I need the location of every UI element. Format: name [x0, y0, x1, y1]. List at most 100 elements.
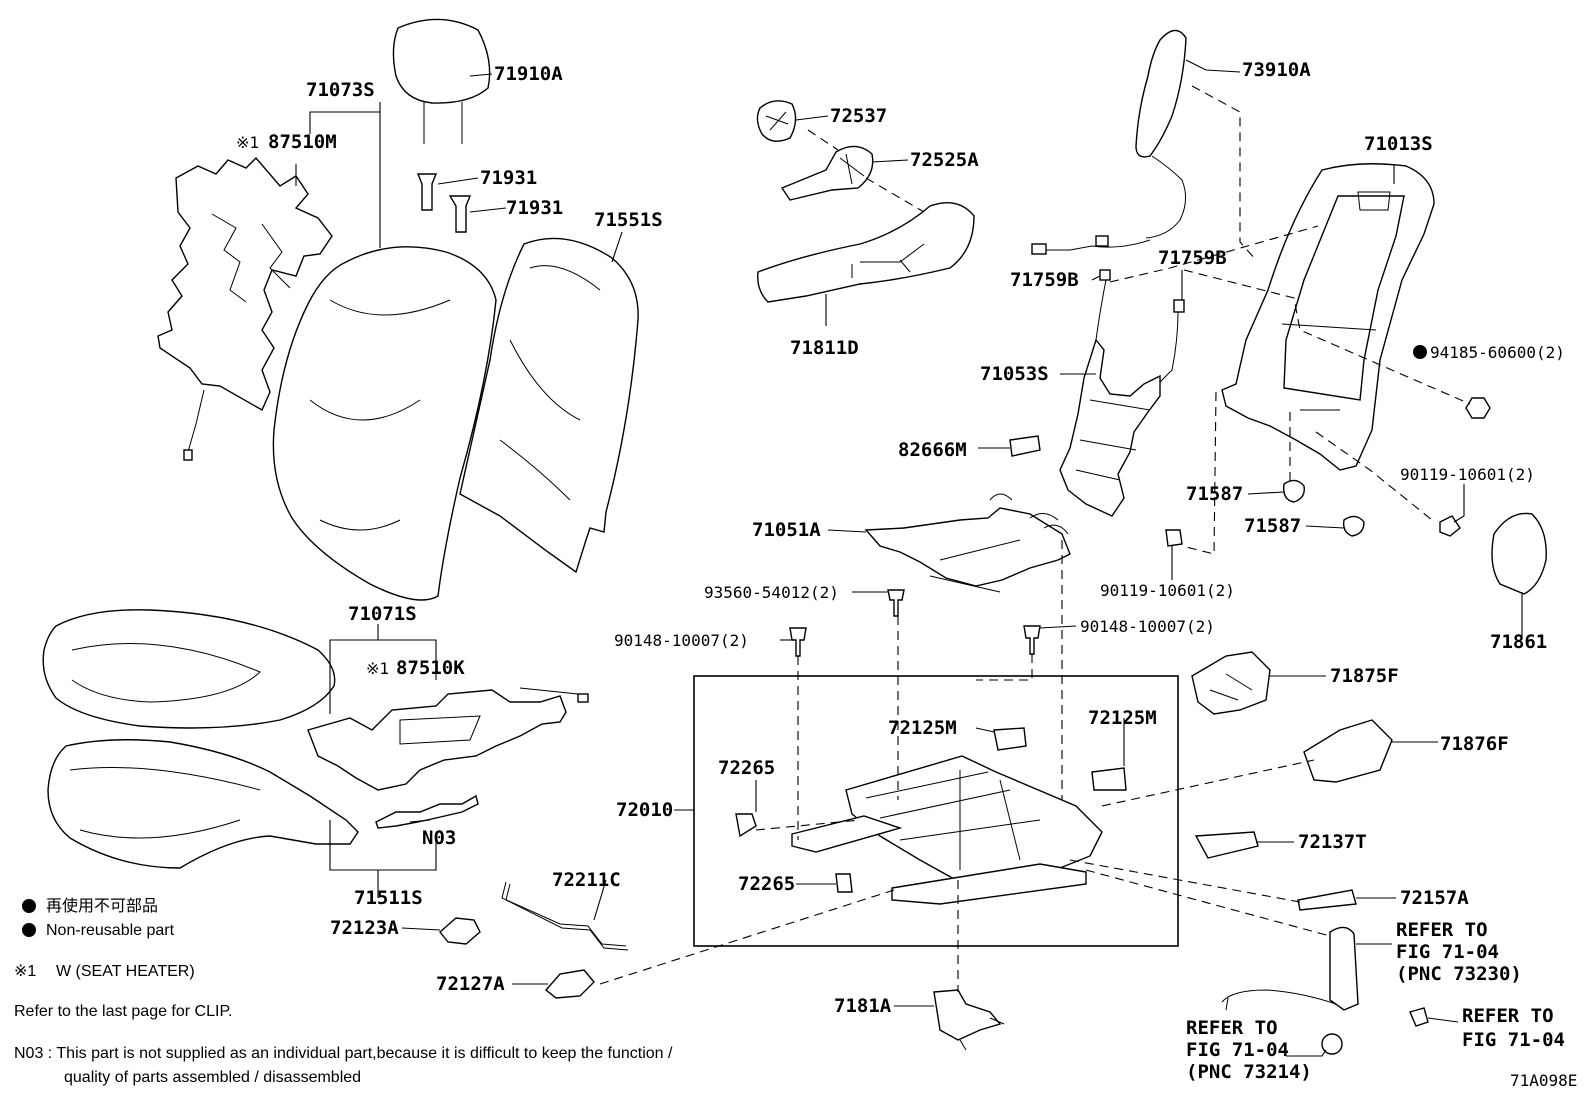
label-72123A: 72123A: [330, 917, 399, 939]
label-71071S: 71071S: [348, 603, 417, 625]
label-71931-a: 71931: [480, 167, 537, 189]
back-heater-drawing: [157, 156, 333, 461]
clip-72125M-drawing: [993, 727, 1127, 791]
label-90119-10601-a: 90119-10601(2): [1400, 465, 1535, 484]
label-72265-b: 72265: [738, 873, 795, 895]
label-71551S: 71551S: [594, 209, 663, 231]
label-kome-87510K: ※1: [366, 659, 389, 678]
cushion-pad-drawing: [47, 739, 359, 869]
note-seat-heater: W (SEAT HEATER): [56, 963, 195, 980]
legend-bullet-en: [22, 923, 36, 937]
seat-track-box: [693, 675, 1179, 947]
label-82666M: 82666M: [898, 439, 967, 461]
refer-nut-line2: FIG 71-04: [1462, 1029, 1565, 1051]
knob-cap-drawing: [756, 100, 797, 142]
label-93560-54012: 93560-54012(2): [704, 583, 839, 602]
label-72537: 72537: [830, 105, 887, 127]
legend-jp-text: 再使用不可部品: [46, 897, 158, 915]
cushion-frame-wire-drawing: [864, 493, 1071, 593]
label-71013S: 71013S: [1364, 133, 1433, 155]
recliner-knob-drawing: [780, 145, 874, 201]
cover-71861-drawing: [1491, 512, 1547, 595]
label-71910A: 71910A: [494, 63, 563, 85]
seat-track-drawing: [791, 755, 1103, 905]
label-71931-b: 71931: [506, 197, 563, 219]
leader-lines: [295, 59, 1523, 1057]
label-72127A: 72127A: [436, 973, 505, 995]
label-90148-10007-a: 90148-10007(2): [614, 631, 749, 650]
label-87510M: 87510M: [268, 131, 337, 153]
label-71875F: 71875F: [1330, 665, 1399, 687]
n03-note-line2: quality of parts assembled / disassemble…: [64, 1069, 361, 1086]
label-72125M-b: 72125M: [1088, 707, 1157, 729]
label-71861: 71861: [1490, 631, 1547, 653]
figure-id: 71A098E: [1510, 1071, 1577, 1090]
stopper-drawing: [1283, 479, 1365, 537]
headrest-drawing: [392, 18, 491, 144]
screw-drawing: [887, 589, 905, 617]
label-71876F: 71876F: [1440, 733, 1509, 755]
note-mark: ※1: [14, 963, 36, 980]
legend-en-text: Non-reusable part: [46, 922, 175, 939]
n03-wire-drawing: [375, 794, 479, 829]
cover-72123A-drawing: [439, 917, 481, 945]
cover-72157A-drawing: [1297, 889, 1357, 911]
label-90148-10007-b: 90148-10007(2): [1080, 617, 1215, 636]
refer-73214-line2: FIG 71-04: [1186, 1039, 1289, 1061]
side-shield-drawing: [757, 202, 975, 303]
nut-drawing: [1465, 397, 1491, 419]
label-72211C: 72211C: [552, 869, 621, 891]
bolt-drawing: [1165, 515, 1461, 547]
cushion-cover-drawing: [42, 609, 336, 729]
refer-73230-line2: FIG 71-04: [1396, 941, 1499, 963]
headrest-guide-drawing: [416, 173, 472, 233]
refer-73214-line3: (PNC 73214): [1186, 1061, 1312, 1083]
seatbelt-buckle-drawing: [1221, 926, 1429, 1055]
label-kome-87510M: ※1: [236, 133, 259, 152]
refer-73230-line1: REFER TO: [1396, 919, 1488, 941]
label-71511S: 71511S: [354, 887, 423, 909]
refer-nut-line1: REFER TO: [1462, 1005, 1554, 1027]
clip-72265-drawing: [735, 813, 853, 893]
label-71759B-b: 71759B: [1158, 247, 1227, 269]
label-71051A: 71051A: [752, 519, 821, 541]
back-cover-drawing: [272, 246, 497, 601]
motor-7181A-drawing: [933, 989, 1005, 1051]
label-94185-60600: 94185-60600(2): [1430, 343, 1565, 362]
clip-note: Refer to the last page for CLIP.: [14, 1003, 233, 1020]
label-71073S: 71073S: [306, 79, 375, 101]
label-73910A: 73910A: [1242, 59, 1311, 81]
back-frame-drawing: [1221, 163, 1435, 471]
label-72137T: 72137T: [1298, 831, 1367, 853]
cover-72127A-drawing: [544, 969, 595, 999]
label-N03: N03: [422, 827, 456, 849]
label-72157A: 72157A: [1400, 887, 1469, 909]
label-72525A: 72525A: [910, 149, 979, 171]
cushion-heater-drawing: [307, 687, 589, 791]
shoulder-bolt-drawing: [789, 625, 1041, 657]
label-71811D: 71811D: [790, 337, 859, 359]
cover-72137T-drawing: [1194, 831, 1259, 859]
label-71053S: 71053S: [980, 363, 1049, 385]
label-90119-10601-b: 90119-10601(2): [1100, 581, 1235, 600]
part-labels: 71910A 71073S ※1 87510M 71931 71931 7155…: [236, 59, 1565, 1083]
label-72265-a: 72265: [718, 757, 775, 779]
legend: 再使用不可部品 Non-reusable part ※1 W (SEAT HEA…: [14, 897, 673, 1086]
label-72010: 72010: [616, 799, 673, 821]
cover-71876F-drawing: [1303, 719, 1393, 783]
lumbar-support-drawing: [1059, 269, 1185, 517]
non-reusable-mark-94185: [1413, 345, 1427, 359]
refer-73214-line1: REFER TO: [1186, 1017, 1278, 1039]
cover-71875F-drawing: [1191, 651, 1271, 715]
label-71587-b: 71587: [1244, 515, 1301, 537]
rod-72211C-drawing: [501, 881, 629, 951]
label-72125M-a: 72125M: [888, 717, 957, 739]
label-7181A: 7181A: [834, 995, 892, 1017]
label-71587-a: 71587: [1186, 483, 1243, 505]
label-71759B-a: 71759B: [1010, 269, 1079, 291]
lumbar-clip-drawing: [1009, 435, 1041, 457]
dashed-reference-lines: [599, 85, 1471, 992]
n03-note-line1: N03 : This part is not supplied as an in…: [14, 1045, 673, 1062]
refer-73230-line3: (PNC 73230): [1396, 963, 1522, 985]
